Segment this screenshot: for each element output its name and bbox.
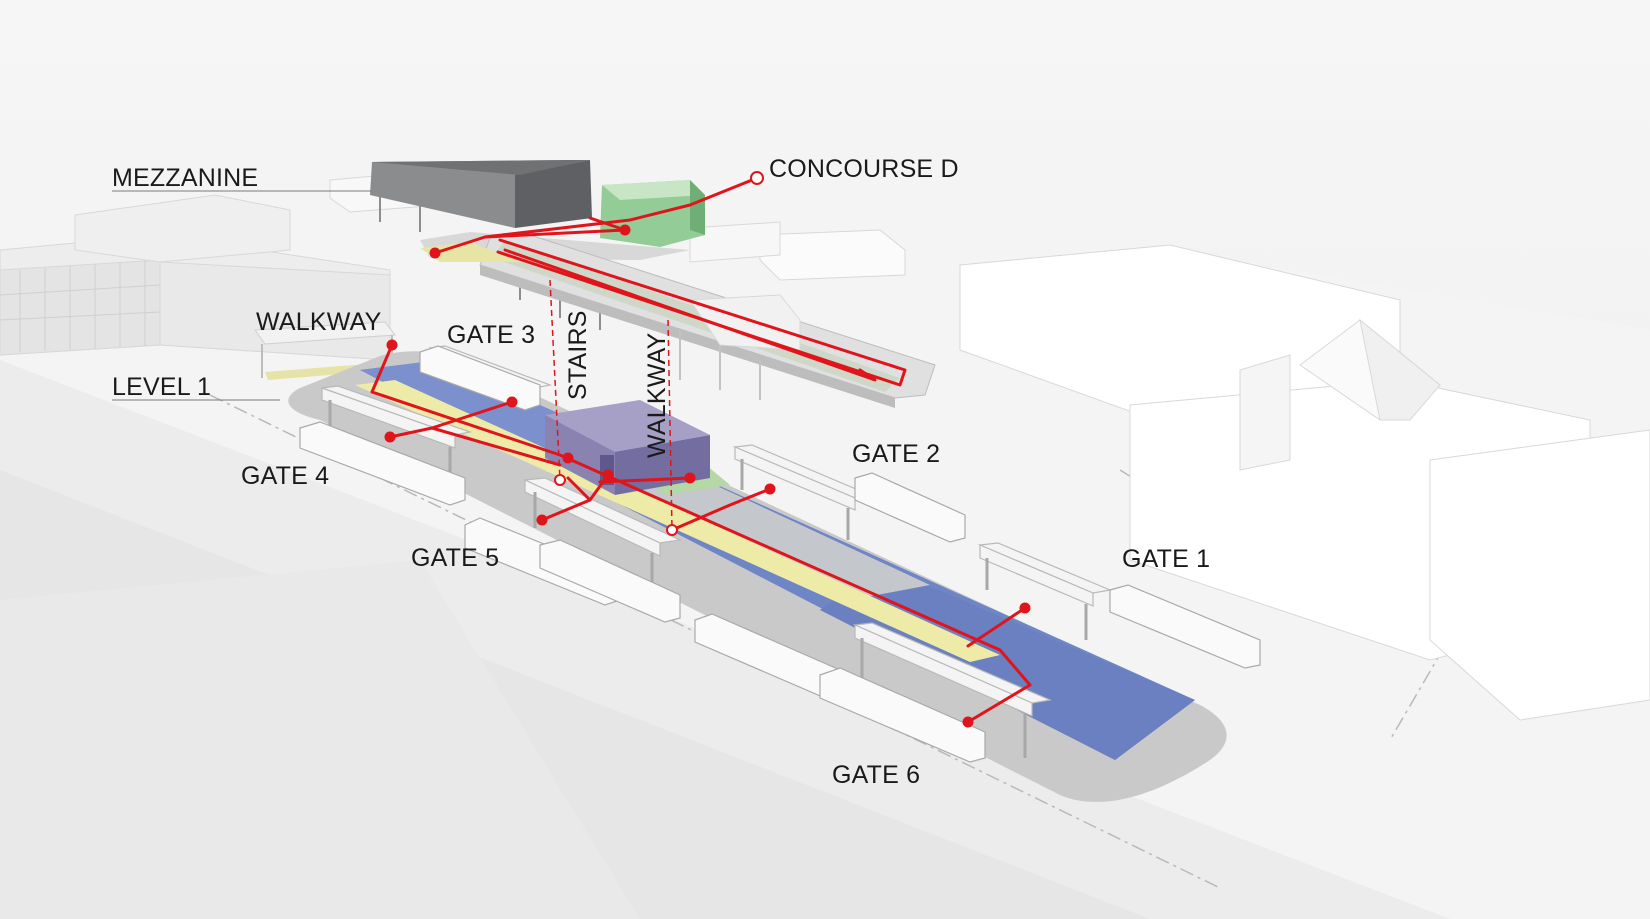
route-nodes [384,224,1031,728]
stair-building [545,400,710,452]
route-lines [370,176,1032,724]
label-walkway-vertical: WALKWAY [643,332,671,458]
route-open-nodes [554,171,764,536]
buses [299,345,1261,763]
label-level-1: LEVEL 1 [112,373,211,401]
label-gate-3: GATE 3 [447,321,535,349]
label-gate-4: GATE 4 [241,462,329,490]
label-mezzanine: MEZZANINE [112,164,258,192]
label-gate-6: GATE 6 [832,761,920,789]
labels: MEZZANINE LEVEL 1 WALKWAY CONCOURSE D GA… [112,155,1210,789]
canopies [321,345,1113,758]
label-concourse-d: CONCOURSE D [769,155,959,183]
vertical-connectors [549,279,673,531]
label-gate-5: GATE 5 [411,544,499,572]
label-gate-1: GATE 1 [1122,545,1210,573]
walk-strip [355,380,1000,662]
label-stairs: STAIRS [564,310,592,400]
mezzanine-block [370,160,570,228]
label-gate-2: GATE 2 [852,440,940,468]
label-walkway-upper: WALKWAY [256,308,382,336]
leader-lines [112,190,372,401]
